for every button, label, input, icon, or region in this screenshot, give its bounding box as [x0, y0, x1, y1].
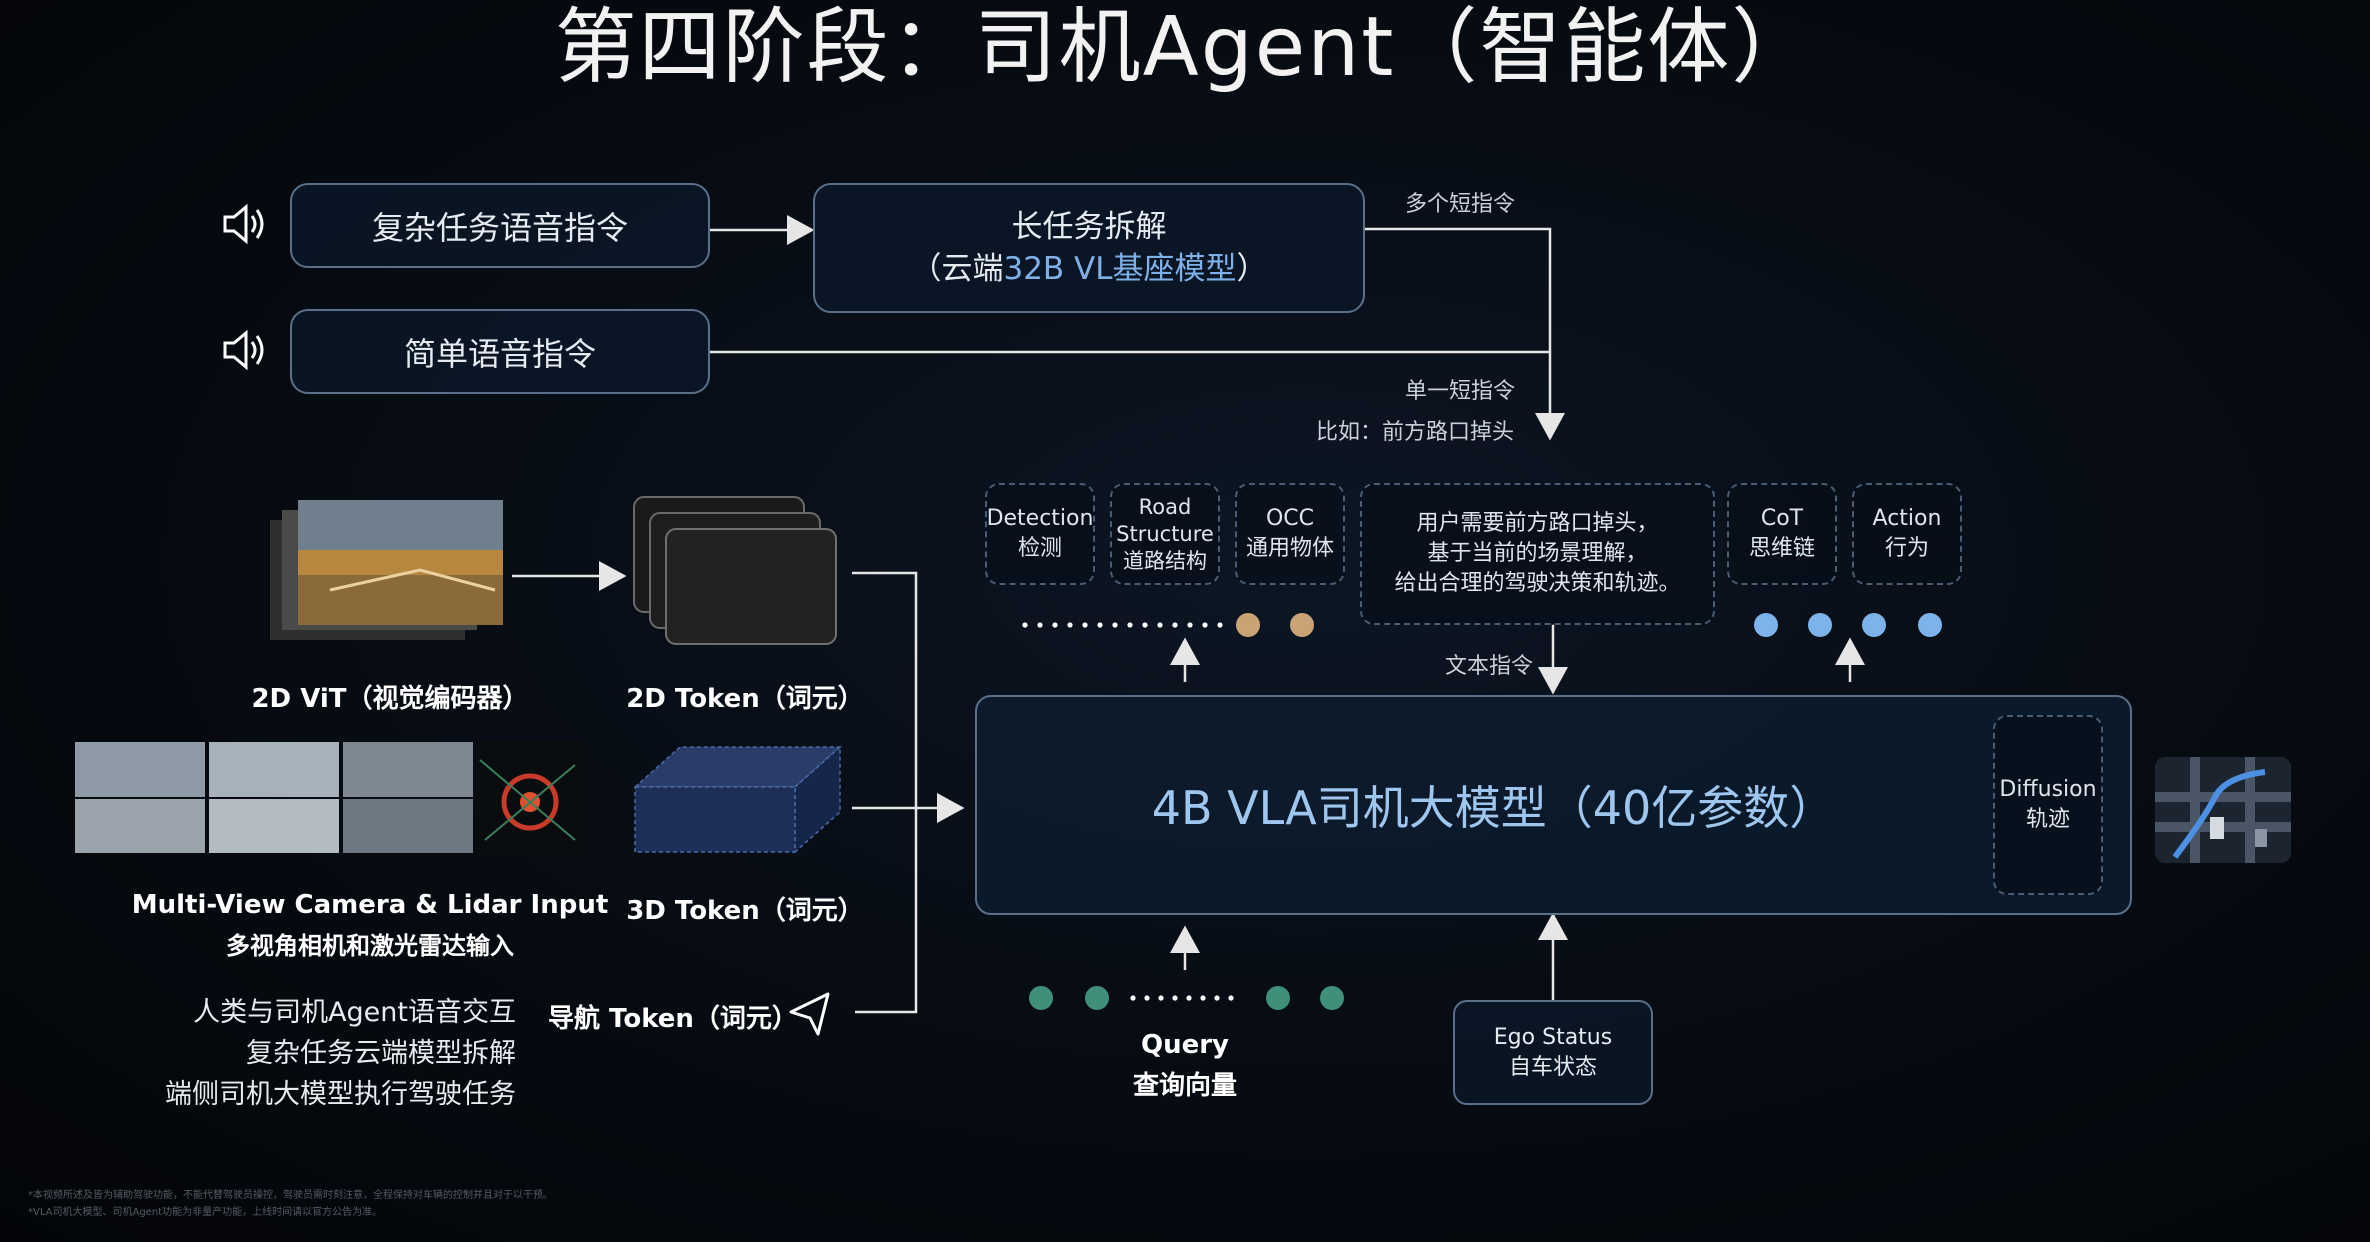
reasoning-output-box: 用户需要前方路口掉头， 基于当前的场景理解， 给出合理的驾驶决策和轨迹。: [1360, 483, 1715, 625]
3d-token-label: 3D Token（词元）: [626, 896, 864, 926]
orange-token-dot: [1236, 613, 1260, 637]
ego-status-en: Ego Status: [1493, 1024, 1613, 1050]
cloud-task-decomposition-box: 长任务拆解 （云端32B VL基座模型）: [813, 183, 1365, 313]
detection-output-box: Detection 检测: [985, 483, 1095, 585]
occ-output-box: OCC 通用物体: [1235, 483, 1345, 585]
diffusion-cn: 轨迹: [2025, 807, 2070, 832]
ego-status-box: Ego Status 自车状态: [1453, 1000, 1653, 1105]
navigation-token-label: 导航 Token（词元）: [548, 1004, 798, 1034]
3d-token-cube-image: [633, 745, 842, 854]
road-cn: 道路结构: [1123, 548, 1207, 573]
cloud-box-subtitle: （云端32B VL基座模型）: [910, 251, 1268, 287]
trajectory-thumbnail-image: [2155, 757, 2291, 863]
cloud-model-name: 32B VL基座模型: [1003, 251, 1237, 287]
blue-token-dot: [1918, 613, 1942, 637]
query-ellipsis-dots: [1130, 995, 1234, 1001]
detection-cn: 检测: [1017, 536, 1062, 561]
query-label-cn: 查询向量: [1132, 1071, 1237, 1101]
green-query-dot: [1085, 986, 1109, 1010]
cot-en: CoT: [1760, 506, 1804, 531]
road-en-2: Structure: [1116, 521, 1214, 546]
example-command-label: 比如：前方路口掉头: [1316, 420, 1515, 445]
simple-voice-command-label: 简单语音指令: [403, 334, 596, 373]
side-note-1: 人类与司机Agent语音交互: [193, 997, 516, 1028]
green-query-dot: [1320, 986, 1344, 1010]
vla-model-title: 4B VLA司机大模型（40亿参数）: [1151, 781, 1836, 835]
detection-en: Detection: [986, 506, 1094, 531]
complex-voice-command-box: 复杂任务语音指令: [290, 183, 710, 268]
speaker-icon: [223, 203, 264, 245]
text-command-label: 文本指令: [1445, 654, 1534, 679]
camera-frames-stack-image: [270, 500, 503, 640]
complex-voice-command-label: 复杂任务语音指令: [371, 208, 628, 247]
green-query-dot: [1266, 986, 1290, 1010]
output-token-dots: [1022, 622, 1223, 628]
camera-lidar-label-cn: 多视角相机和激光雷达输入: [226, 932, 514, 960]
green-query-dot: [1029, 986, 1053, 1010]
multi-short-command-label: 多个短指令: [1405, 192, 1516, 217]
footnote-2: *VLA司机大模型、司机Agent功能为非量产功能，上线时间请以官方公告为准。: [28, 1207, 383, 1218]
diffusion-box: Diffusion 轨迹: [1993, 715, 2103, 895]
vla-model-box: 4B VLA司机大模型（40亿参数）: [975, 695, 2132, 915]
simple-voice-command-box: 简单语音指令: [290, 309, 710, 394]
blue-token-dot: [1808, 613, 1832, 637]
reasoning-line-1: 用户需要前方路口掉头，: [1416, 511, 1659, 536]
reasoning-line-3: 给出合理的驾驶决策和轨迹。: [1394, 571, 1681, 596]
page-title: 第四阶段：司机Agent（智能体）: [554, 0, 1816, 95]
query-label-en: Query: [1140, 1030, 1230, 1060]
multi-view-camera-lidar-image: [75, 740, 585, 855]
action-output-box: Action 行为: [1852, 483, 1962, 585]
blue-token-dot: [1862, 613, 1886, 637]
single-short-command-label: 单一短指令: [1405, 379, 1516, 404]
speaker-icon: [223, 329, 264, 371]
occ-en: OCC: [1265, 506, 1315, 531]
cot-output-box: CoT 思维链: [1727, 483, 1837, 585]
action-en: Action: [1872, 506, 1942, 531]
road-structure-output-box: Road Structure 道路结构: [1110, 483, 1220, 585]
cloud-box-title: 长任务拆解: [1011, 209, 1167, 245]
occ-cn: 通用物体: [1245, 536, 1334, 561]
cot-cn: 思维链: [1748, 536, 1815, 561]
road-en-1: Road: [1138, 494, 1192, 519]
reasoning-line-2: 基于当前的场景理解，: [1427, 541, 1648, 566]
orange-token-dot: [1290, 613, 1314, 637]
2d-token-stack-image: [633, 496, 837, 645]
navigation-arrow-icon: [789, 992, 830, 1036]
diffusion-en: Diffusion: [1999, 777, 2097, 802]
blue-token-dot: [1754, 613, 1778, 637]
ego-status-cn: 自车状态: [1508, 1054, 1597, 1080]
footnote-1: *本视频所述及皆为辅助驾驶功能，不能代替驾驶员操控，驾驶员需时刻注意，全程保持对…: [28, 1190, 553, 1201]
action-cn: 行为: [1884, 536, 1929, 561]
vit-encoder-label: 2D ViT（视觉编码器）: [251, 684, 529, 714]
camera-lidar-label-en: Multi-View Camera & Lidar Input: [131, 890, 609, 920]
2d-token-label: 2D Token（词元）: [626, 684, 864, 714]
side-note-2: 复杂任务云端模型拆解: [246, 1038, 516, 1069]
side-note-3: 端侧司机大模型执行驾驶任务: [165, 1079, 516, 1110]
